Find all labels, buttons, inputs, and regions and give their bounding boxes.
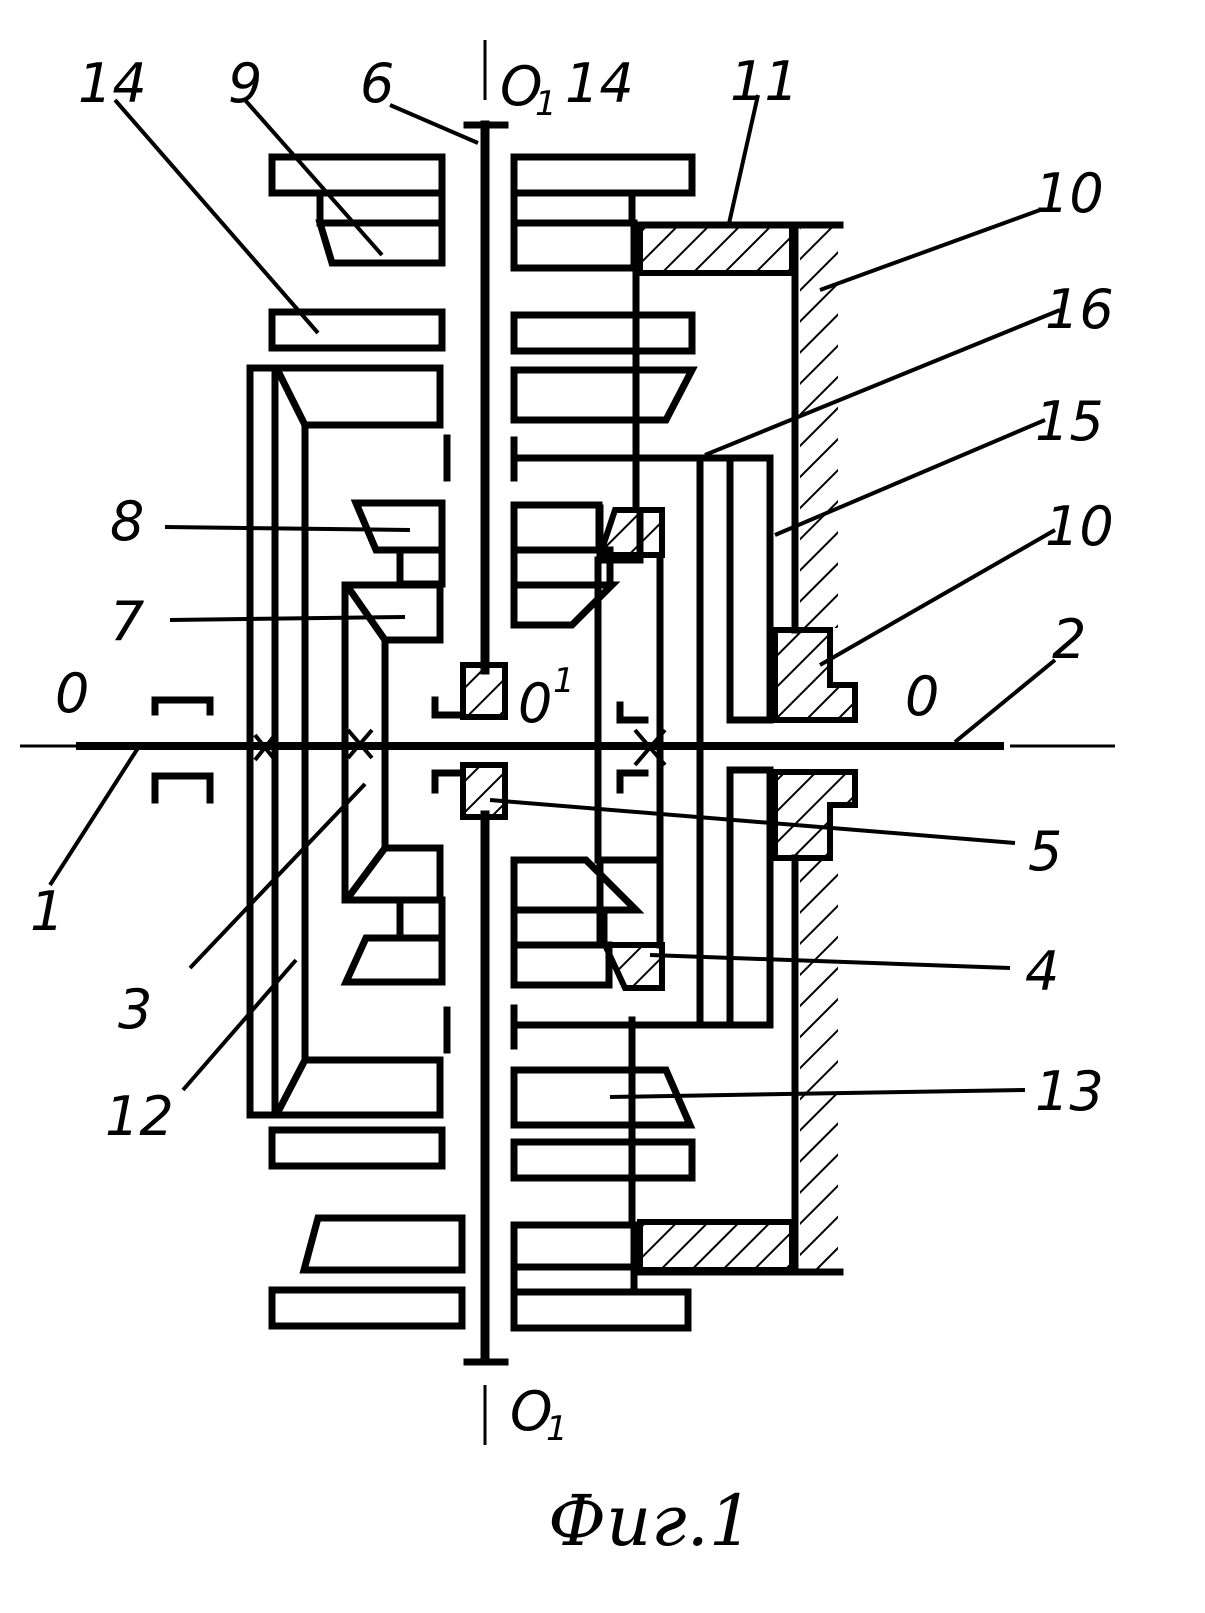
left-gear-blocks xyxy=(272,157,462,1326)
part-5-block-bottom xyxy=(463,765,505,817)
label-13: 13 xyxy=(1035,1060,1104,1123)
part-4-bevel-bottom xyxy=(605,945,662,988)
label-0-left: 0 xyxy=(55,662,89,725)
label-7: 7 xyxy=(110,590,144,653)
label-15: 15 xyxy=(1035,390,1104,453)
label-2: 2 xyxy=(1052,608,1086,671)
label-6: 6 xyxy=(360,52,394,115)
label-14-right: 14 xyxy=(565,52,634,115)
label-10-top: 10 xyxy=(1035,162,1104,225)
label-9: 9 xyxy=(228,52,262,115)
label-11: 11 xyxy=(730,50,799,113)
part-5-block-top xyxy=(463,665,505,717)
label-0-center-sup: 1 xyxy=(553,661,575,701)
label-3: 3 xyxy=(118,978,152,1041)
label-10-middle: 10 xyxy=(1045,495,1114,558)
label-0-center: 0 xyxy=(518,672,552,735)
label-1: 1 xyxy=(30,880,64,943)
figure-caption: Фиг.1 xyxy=(548,1480,753,1562)
label-0-right: 0 xyxy=(905,665,939,728)
label-14-left: 14 xyxy=(78,52,147,115)
label-axis-o1-bottom-sub: 1 xyxy=(546,1409,568,1449)
label-axis-o1-top-sub: 1 xyxy=(535,84,557,124)
label-4: 4 xyxy=(1025,940,1059,1003)
label-12: 12 xyxy=(105,1085,174,1148)
part-4-bevel-top xyxy=(600,510,662,555)
label-8: 8 xyxy=(110,490,144,553)
label-16: 16 xyxy=(1045,278,1114,341)
label-5: 5 xyxy=(1028,820,1062,883)
